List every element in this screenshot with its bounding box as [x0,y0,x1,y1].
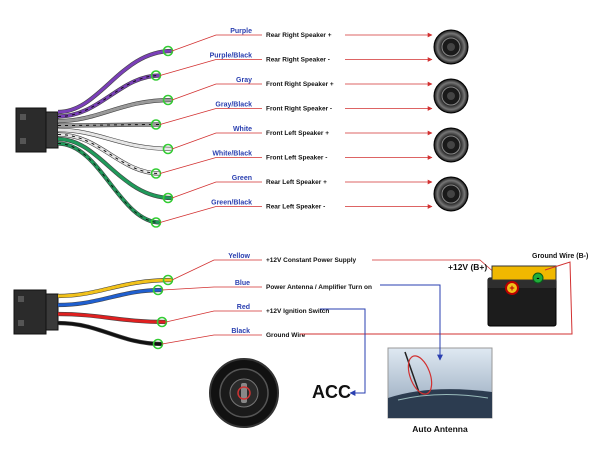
svg-text:+: + [509,283,514,293]
ground-wire-path [300,261,573,335]
wire-function-label: Rear Left Speaker - [266,204,325,211]
power-wire-row-red: Red +12V Ignition Switch [57,304,329,328]
antenna-wire-path [380,284,443,361]
wire-purple [57,49,173,114]
wire-color-label: White [233,126,252,133]
battery-positive-terminal [505,281,519,295]
wire-color-label: Gray/Black [215,102,252,109]
leader-line [171,83,262,101]
power-wire-row-yellow: Yellow +12V Constant Power Supply [57,253,357,299]
wire-function-label: Front Right Speaker + [266,81,334,88]
leader-line [171,34,262,52]
wire-color-label: Red [237,304,250,311]
wire-function-label: Rear Left Speaker + [266,179,327,186]
wire-color-label: Blue [235,280,250,287]
wire-black [57,321,163,346]
wire-color-label: Yellow [228,253,250,260]
speaker-icon [433,127,469,163]
wire-function-label: +12V Ignition Switch [266,308,329,315]
wire-color-label: Purple [230,28,252,35]
wire-color-label: Purple/Black [210,53,253,60]
ignition-wire-path [320,308,366,396]
wire-function-label: Rear Right Speaker - [266,57,330,64]
wire-function-label: Rear Right Speaker + [266,32,332,39]
wire-stripe [57,134,161,174]
wire-color-label: Green/Black [211,200,252,207]
wire-function-label: Power Antenna / Amplifier Turn on [266,284,372,291]
wire-gray [57,98,173,123]
wire-color-label: Gray [236,77,252,84]
speaker-icon [433,78,469,114]
leader-line [161,334,262,345]
wire-green [57,137,173,200]
speaker-icon [433,29,469,65]
power-harness-connector [13,289,59,335]
battery-positive-label: +12V (B+) [448,262,487,272]
leader-line [161,286,262,291]
acc-label: ACC [312,382,351,402]
wire-color-label: Black [231,328,250,335]
wire-function-label: Ground Wire [266,332,306,339]
wire-function-label: Front Left Speaker - [266,155,327,162]
speaker-harness-connector [15,107,59,153]
power-wiring-section: Yellow +12V Constant Power SupplyBluePowe… [57,253,506,350]
leader-line [171,259,262,281]
auto-antenna-label: Auto Antenna [412,424,468,434]
wire-blue [57,288,163,307]
wire-color-label: White/Black [212,151,252,158]
wire-yellow [57,278,173,298]
leader-line [159,206,262,223]
leader-line [159,59,262,76]
leader-line [159,108,262,125]
wire-color-label: Green [232,175,252,182]
speaker-icon [433,176,469,212]
wire-stripe [57,75,161,117]
leader-line [159,157,262,174]
wire-function-label: Front Left Speaker + [266,130,329,137]
leader-line [171,132,262,150]
svg-text:-: - [537,273,540,283]
wire-stripe [57,143,161,223]
ground-wire-label: Ground Wire (B-) [532,253,588,260]
wire-white [57,128,173,151]
car-battery: + - [487,265,557,327]
battery-negative-terminal [532,272,544,284]
wire-function-label: Front Right Speaker - [266,106,332,113]
leader-line [165,310,262,323]
wire-stripe [57,124,161,126]
wire-red [57,312,167,324]
wire-function-label: +12V Constant Power Supply [266,257,357,264]
ignition-switch [209,358,279,428]
leader-line [171,181,262,199]
